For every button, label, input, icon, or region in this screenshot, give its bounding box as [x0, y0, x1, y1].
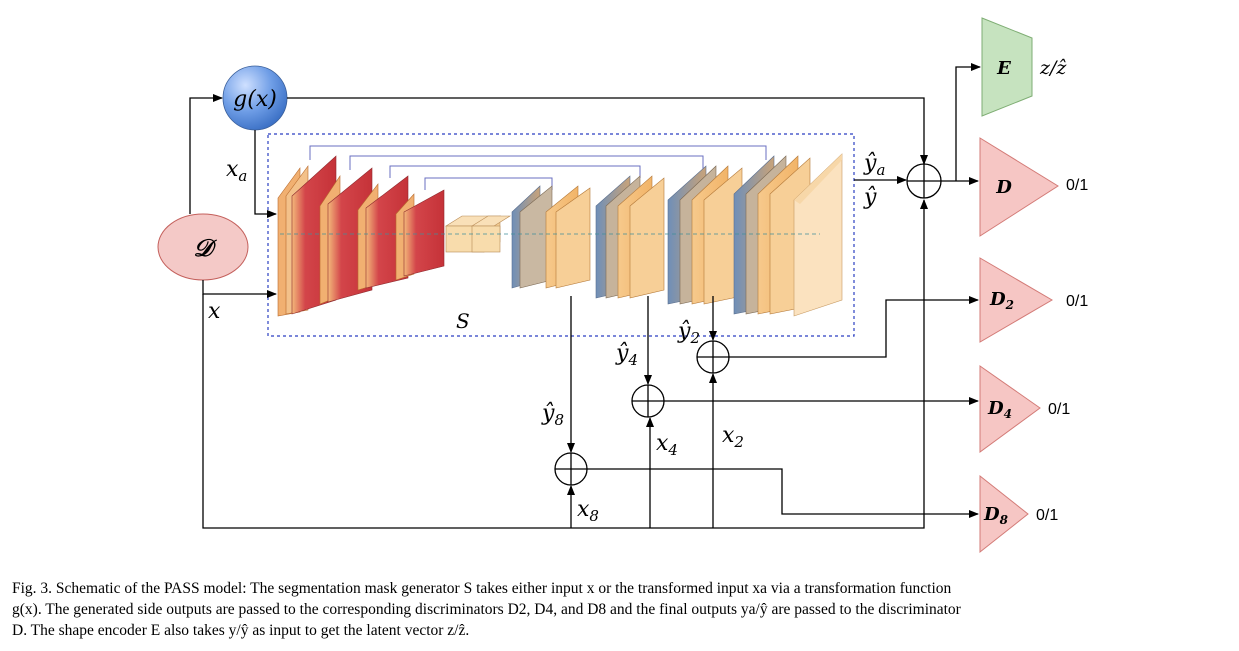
x2-label: x2 [722, 423, 744, 451]
transform-label: g(x) [233, 87, 277, 112]
edge-transform-to-segmenter [254, 130, 277, 218]
disc-d-output: 0/1 [1066, 177, 1088, 194]
encoder-node [981, 17, 1033, 117]
disc-d4-label: D4 [987, 398, 1012, 421]
caption-line-3: D. The shape encoder E also takes y/ŷ as… [12, 622, 470, 639]
caption-line-2: g(x). The generated side outputs are pas… [12, 601, 961, 618]
edge-combiner2-to-d2 [729, 296, 979, 358]
x8-label: x8 [577, 497, 599, 525]
edge-combiner8-to-d8 [587, 468, 979, 518]
disc-d-label: D [995, 177, 1012, 198]
pass-model-diagram: g(x) 𝒟 xa x S ŷa ŷ E z/ẑ D 0/1 D2 0/1 D4… [157, 17, 1088, 554]
skip-connections [309, 145, 767, 190]
discriminator-d4 [979, 365, 1041, 453]
latent-label: z/ẑ [1039, 57, 1067, 79]
disc-d2-label: D2 [989, 289, 1014, 312]
disc-d4-output: 0/1 [1048, 401, 1070, 418]
figure-caption: Fig. 3. Schematic of the PASS model: The… [12, 578, 1230, 641]
encoder-label: E [996, 58, 1011, 79]
combiner-2 [696, 340, 730, 374]
xa-label: xa [226, 157, 247, 185]
y4-label: ŷ4 [615, 341, 638, 369]
disc-d8-output: 0/1 [1036, 507, 1058, 524]
discriminator-d [979, 137, 1059, 237]
disc-d8-label: D8 [983, 504, 1009, 527]
x4-label: x4 [656, 431, 678, 459]
segmenter-box [267, 133, 855, 337]
edge-dataset-bus [202, 199, 928, 529]
final-combiner [906, 163, 942, 199]
y2-label: ŷ2 [677, 319, 700, 347]
edge-dataset-to-transform [189, 94, 223, 214]
discriminator-d2 [979, 257, 1053, 343]
unet-decoder-blocks [511, 153, 843, 317]
discriminator-d8 [979, 474, 1029, 554]
ya-label: ŷa [863, 151, 885, 179]
caption-line-1: Fig. 3. Schematic of the PASS model: The… [12, 580, 952, 597]
edge-combiner-to-e [955, 63, 981, 181]
unet-encoder-blocks [277, 155, 512, 317]
edge-transform-to-combiner [287, 97, 928, 165]
edge-dataset-to-segmenter [202, 280, 277, 298]
y8-label: ŷ8 [541, 401, 564, 429]
segmenter-label: S [456, 309, 470, 333]
x-label: x [208, 299, 221, 324]
combiner-4 [631, 384, 665, 418]
combiner-8 [554, 452, 588, 486]
yhat-label: ŷ [863, 185, 877, 210]
disc-d2-output: 0/1 [1066, 293, 1088, 310]
